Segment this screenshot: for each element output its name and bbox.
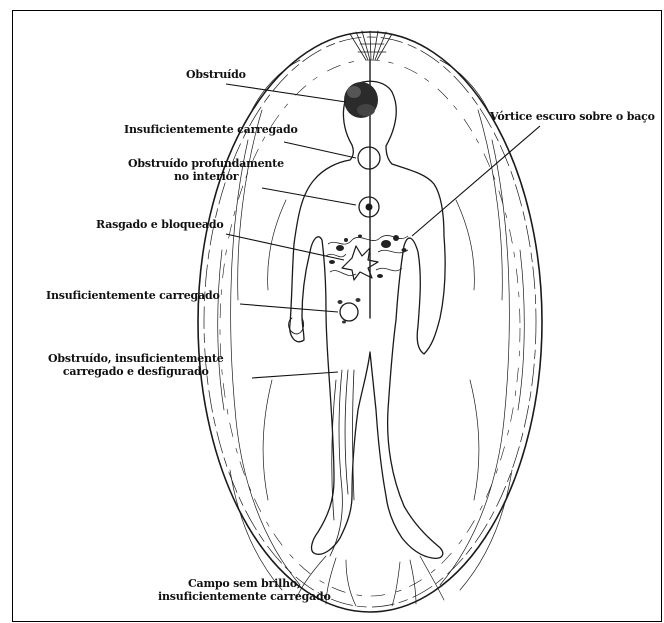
label-campo-sem-brilho-line2: insuficientemente carregado [158, 590, 331, 603]
label-campo-sem-brilho-line1: Campo sem brilho, [158, 577, 331, 590]
label-obstruido: Obstruído [186, 68, 246, 81]
label-obstruido-profundamente-line1: Obstruído profundamente [128, 157, 284, 170]
label-obstruido-insuficientemente: Obstruído, insuficientemente carregado e… [48, 352, 224, 378]
solar-plexus-shading [329, 235, 407, 279]
solar-plexus-scribble [326, 235, 408, 275]
leader-obstruido [226, 84, 346, 102]
label-insuficientemente-carregado-top: Insuficientemente carregado [124, 123, 298, 136]
leader-obstruido-prof [262, 188, 356, 205]
leader-insuf-top [284, 142, 356, 158]
leader-obstruido-insuf [252, 372, 338, 378]
crown-lines [350, 31, 392, 60]
label-vortice-escuro: Vórtice escuro sobre o baço [490, 110, 655, 123]
label-obstruido-insuficientemente-line2: carregado e desfigurado [48, 365, 224, 378]
leader-rasgado [226, 234, 344, 260]
label-campo-sem-brilho: Campo sem brilho, insuficientemente carr… [158, 577, 331, 603]
label-rasgado-bloqueado: Rasgado e bloqueado [96, 218, 223, 231]
label-obstruido-profundamente: Obstruído profundamente no interior [128, 157, 284, 183]
throat-chakra [358, 147, 380, 169]
label-obstruido-profundamente-line2: no interior [128, 170, 284, 183]
leader-insuf-mid [240, 304, 338, 312]
head-obstruction [344, 82, 378, 118]
label-obstruido-insuficientemente-line1: Obstruído, insuficientemente [48, 352, 224, 365]
label-insuficientemente-carregado-mid: Insuficientemente carregado [46, 289, 220, 302]
sacral-chakra [340, 303, 358, 321]
sacral-shading [338, 298, 361, 324]
body-outline [290, 81, 446, 558]
